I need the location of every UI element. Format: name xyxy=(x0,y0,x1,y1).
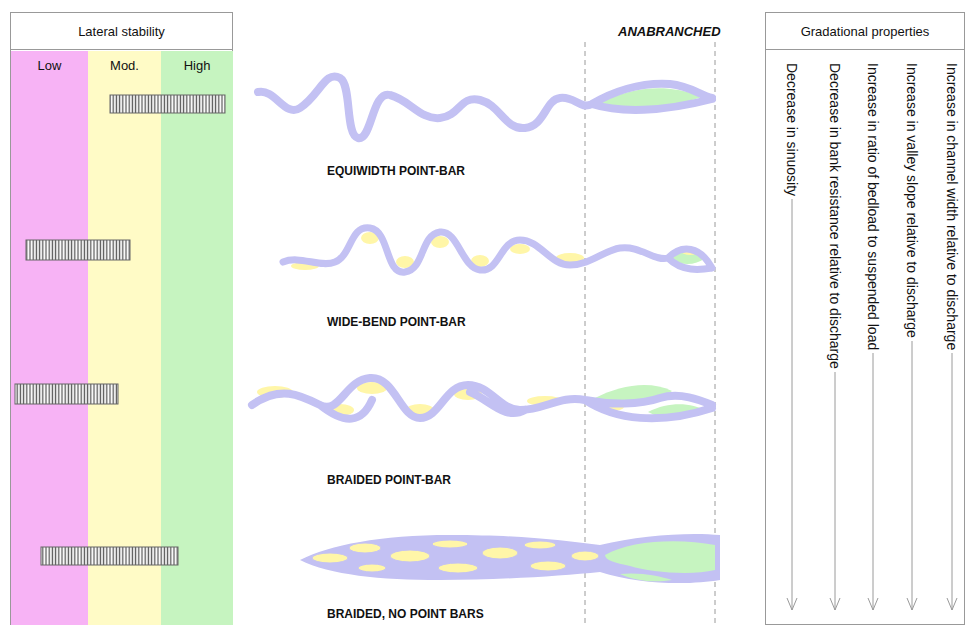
gradient-label: Decrease in sinuosity xyxy=(784,60,800,199)
gradient-label: Increase in ratio of bedload to suspende… xyxy=(865,60,881,353)
channel-type-label: BRAIDED, NO POINT BARS xyxy=(327,607,484,621)
drawing-g xyxy=(312,540,599,573)
gradient-label: Increase in channel width relative to di… xyxy=(944,60,960,353)
channel-type-label: WIDE-BEND POINT-BAR xyxy=(327,315,466,329)
drawing-path xyxy=(283,228,712,272)
drawing-path xyxy=(620,573,672,581)
drawing-polyline xyxy=(830,598,840,610)
band-label: Low xyxy=(11,51,88,73)
stability-band: High xyxy=(161,51,233,625)
drawing-ellipse xyxy=(438,563,478,573)
drawing-polyline xyxy=(907,598,917,610)
drawing-rect xyxy=(15,384,118,404)
equiwidth-channel xyxy=(258,76,712,138)
stability-band: Mod. xyxy=(88,51,161,625)
drawing-ellipse xyxy=(530,561,566,571)
stability-band: Low xyxy=(11,51,88,625)
channel-type-label: EQUIWIDTH POINT-BAR xyxy=(327,164,465,178)
drawing-path xyxy=(300,534,720,583)
region-label: ANABRANCHED xyxy=(618,24,721,39)
drawing-polyline xyxy=(868,598,878,610)
drawing-line xyxy=(585,42,586,625)
panel-heading: Gradational properties xyxy=(766,13,964,50)
drawing-ellipse xyxy=(571,551,599,561)
braided-point-bar-channel xyxy=(252,378,712,419)
drawing-polyline xyxy=(787,598,797,610)
drawing-ellipse xyxy=(349,543,381,553)
drawing-rect xyxy=(41,547,178,565)
panel-heading: Lateral stability xyxy=(11,13,232,50)
drawing-ellipse xyxy=(358,564,386,572)
band-label: High xyxy=(161,51,233,73)
drawing-ellipse xyxy=(524,541,556,549)
drawing-rect xyxy=(110,95,225,113)
braided-channel xyxy=(300,534,720,583)
gradient-label: Decrease in bank resistance relative to … xyxy=(827,60,843,372)
drawing-path xyxy=(258,76,712,138)
drawing-rect xyxy=(26,240,130,260)
drawing-path xyxy=(605,541,715,573)
drawing-ellipse xyxy=(312,553,348,563)
drawing-ellipse xyxy=(482,547,518,559)
drawing-ellipse xyxy=(432,540,468,548)
wide-bend-channel xyxy=(283,228,712,272)
band-label: Mod. xyxy=(88,51,161,73)
drawing-path xyxy=(252,378,712,419)
gradient-label: Increase in valley slope relative to dis… xyxy=(904,60,920,341)
drawing-ellipse xyxy=(390,550,430,562)
drawing-polyline xyxy=(947,598,957,610)
channel-type-label: BRAIDED POINT-BAR xyxy=(327,473,451,487)
stability-bars xyxy=(15,95,225,565)
